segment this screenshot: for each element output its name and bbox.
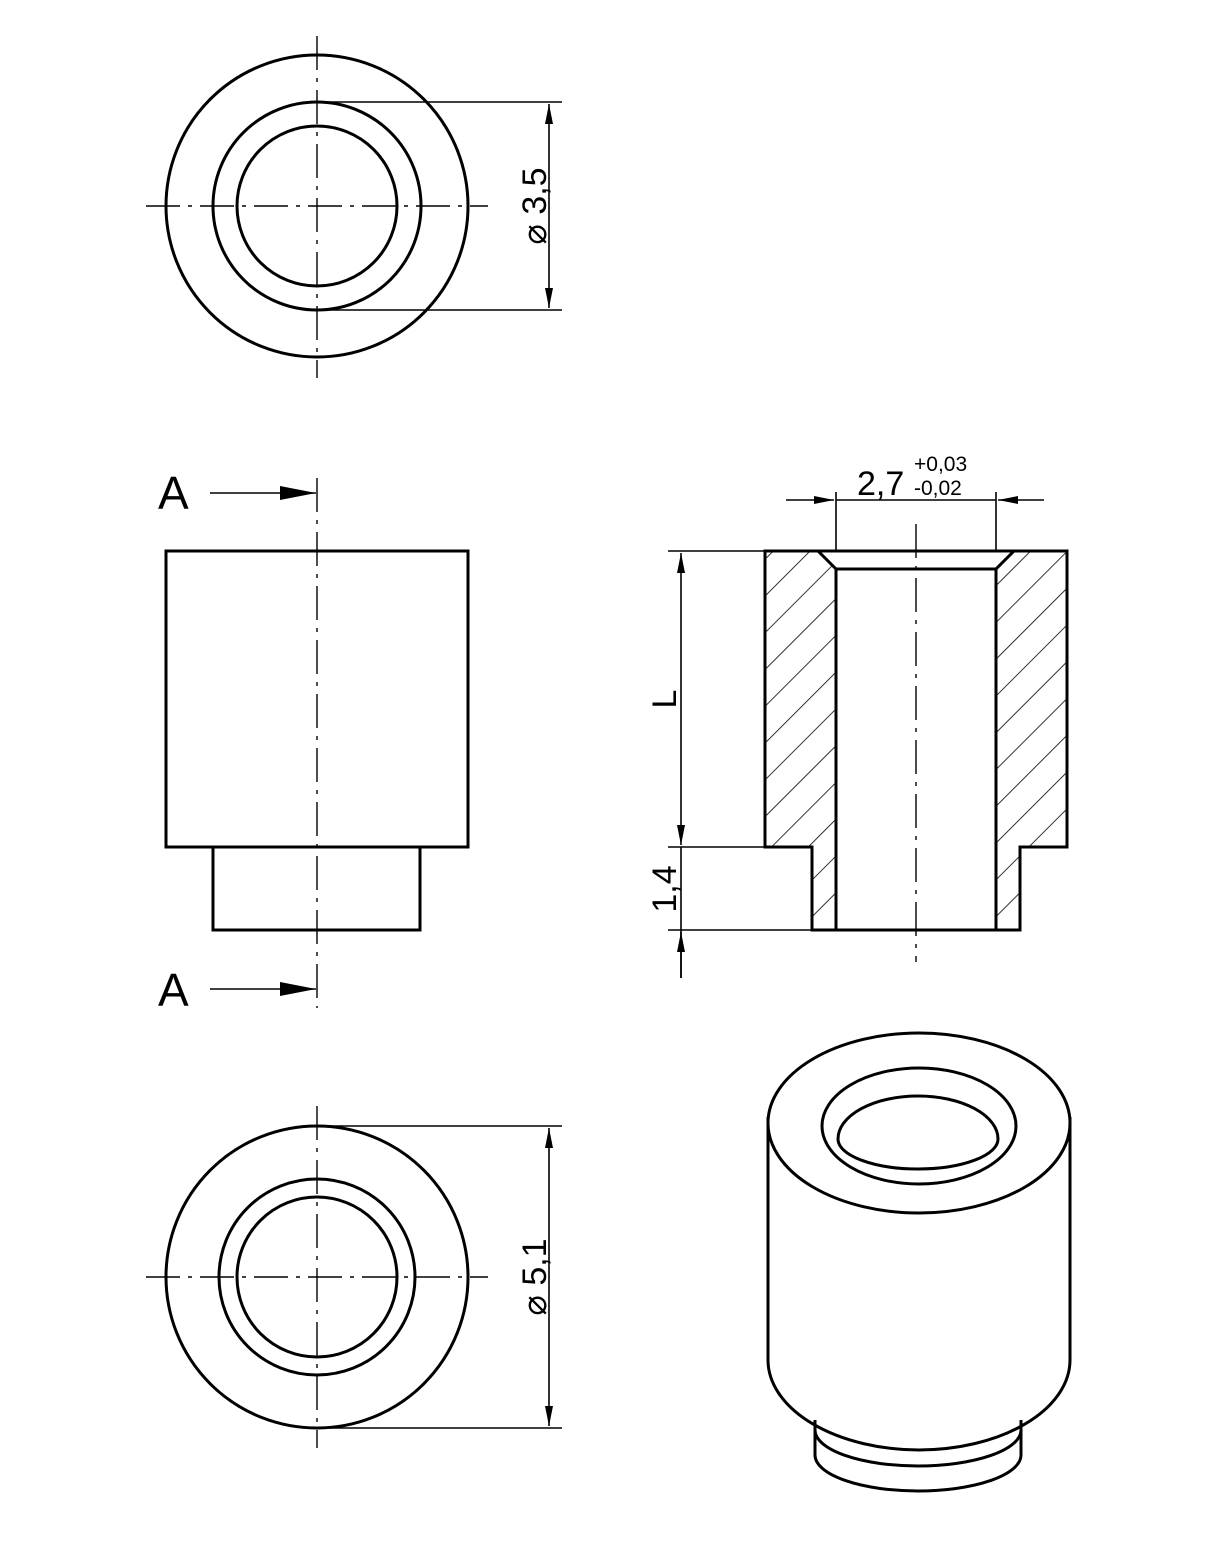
- bottom-diameter-label: ⌀ 5,1: [516, 1238, 554, 1315]
- iso-spigot-outline: [813, 1420, 1023, 1493]
- section-left-wall: [763, 549, 838, 932]
- top-diameter-label: ⌀ 3,5: [516, 167, 554, 244]
- section-right-wall: [994, 549, 1069, 932]
- iso-bore-ellipse: [836, 1094, 1000, 1171]
- bore-diameter-label: 2,7: [857, 465, 904, 503]
- section-marker-top: A: [158, 467, 189, 519]
- iso-counterbore-ellipse: [820, 1066, 1018, 1186]
- bottom-view: ⌀ 5,1: [146, 1106, 562, 1448]
- iso-body-outline: [766, 1117, 1072, 1452]
- side-view: A A: [158, 467, 470, 1016]
- length-label: L: [646, 690, 684, 709]
- section-view: 2,7 +0,03 -0,02 L 1,4: [646, 453, 1069, 978]
- section-marker-bottom: A: [158, 964, 189, 1016]
- bore-tolerance-upper: +0,03: [914, 453, 967, 476]
- bore-tolerance-lower: -0,02: [914, 477, 962, 500]
- step-length-label: 1,4: [646, 865, 684, 912]
- isometric-view: [766, 1031, 1072, 1493]
- iso-spigot-top-arc: [813, 1429, 1023, 1468]
- top-view: ⌀ 3,5: [146, 36, 562, 378]
- bottom-inner-circle: [235, 1195, 399, 1359]
- iso-body-top-ellipse: [766, 1031, 1072, 1215]
